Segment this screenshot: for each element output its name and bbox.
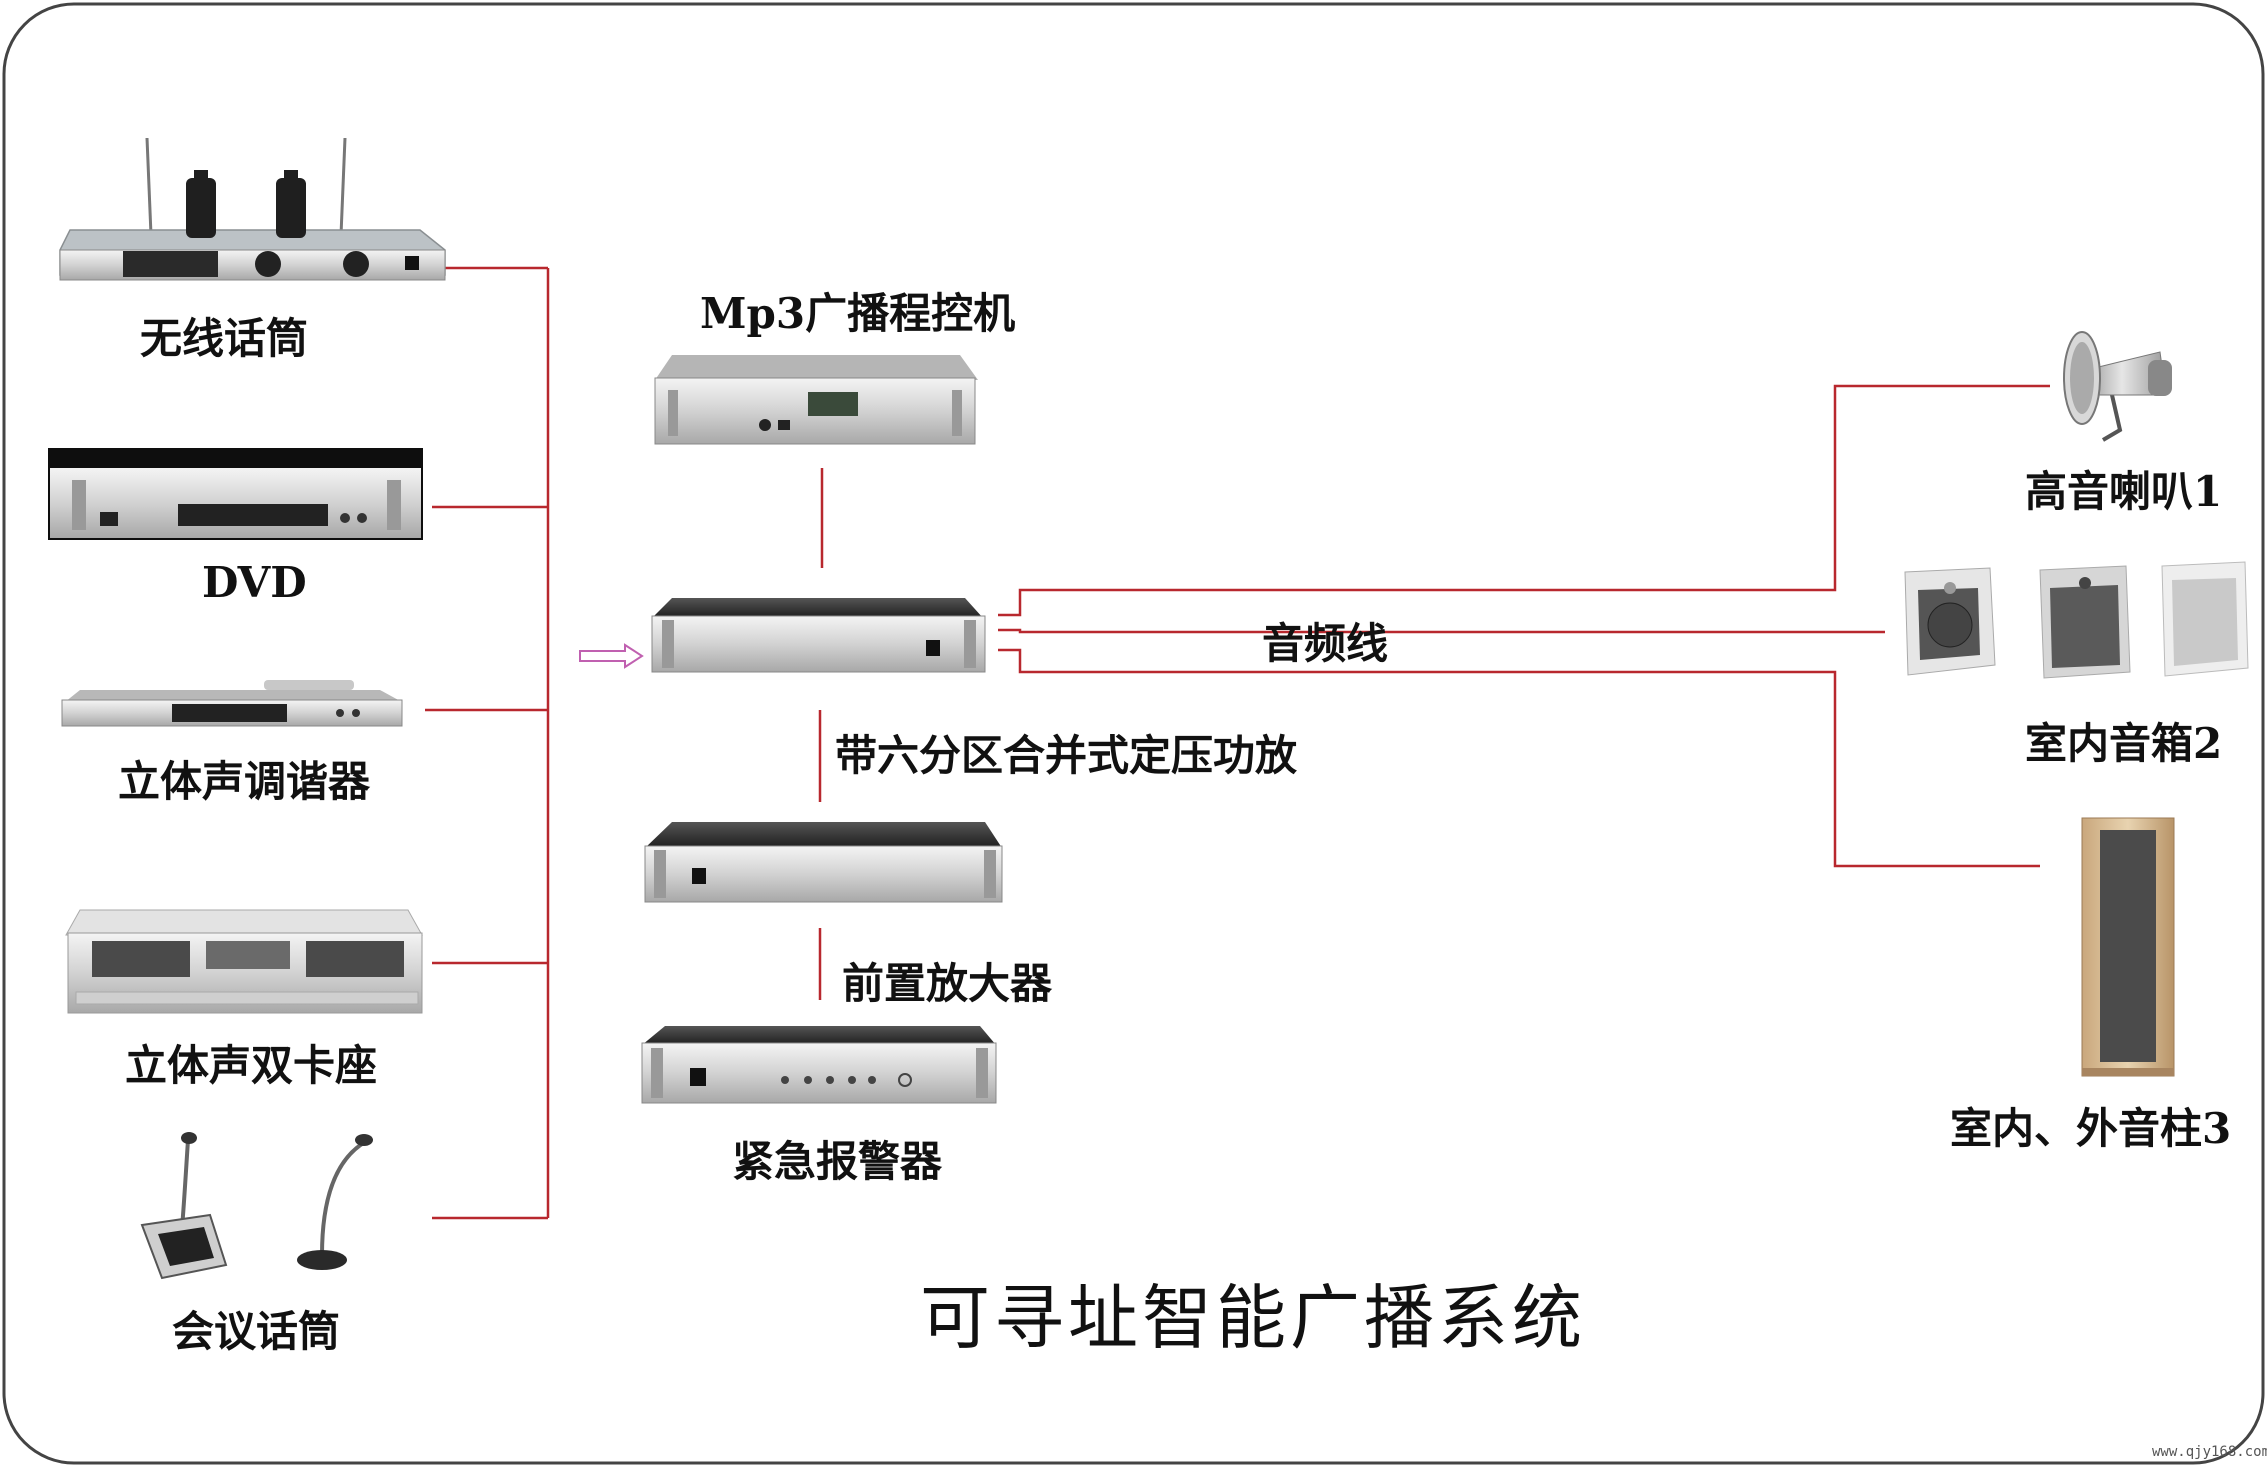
- label-dvd: DVD: [202, 558, 307, 607]
- label-preamp: 前置放大器: [842, 959, 1053, 1008]
- mp3-controller-icon: [654, 355, 978, 445]
- label-wireless-mic: 无线话筒: [140, 314, 309, 363]
- tuner-icon: [61, 680, 403, 727]
- conference-mic-icon: [140, 1132, 373, 1280]
- label-audio-cable: 音频线: [1262, 619, 1389, 668]
- label-tuner: 立体声调谐器: [118, 757, 371, 806]
- label-indoor-speaker: 室内音箱2: [2025, 719, 2223, 768]
- diagram-title: 可寻址智能广播系统: [920, 1277, 1586, 1359]
- label-cassette: 立体声双卡座: [125, 1041, 378, 1090]
- wireless-mic-icon: [59, 137, 446, 281]
- preamp-icon: [644, 822, 1003, 903]
- watermark: www.qjy168.com: [2152, 1444, 2267, 1460]
- column-speaker-icon: [2081, 817, 2175, 1077]
- label-mp3: Mp3广播程控机: [700, 289, 1016, 338]
- label-horn: 高音喇叭1: [2025, 467, 2223, 516]
- label-alarm: 紧急报警器: [732, 1137, 943, 1186]
- amplifier-icon: [651, 598, 986, 673]
- label-amplifier: 带六分区合并式定压功放: [835, 731, 1298, 780]
- label-conference-mic: 会议话筒: [172, 1307, 341, 1356]
- horn-speaker-icon: [2063, 331, 2172, 442]
- indoor-speakers-icon: [1904, 561, 2249, 679]
- label-column: 室内、外音柱3: [1950, 1104, 2232, 1153]
- connection-lines: [425, 266, 2050, 1220]
- cassette-deck-icon: [65, 909, 423, 1014]
- alarm-icon: [641, 1026, 997, 1104]
- dvd-player-icon: [48, 448, 423, 540]
- input-arrow-icon: [579, 643, 644, 669]
